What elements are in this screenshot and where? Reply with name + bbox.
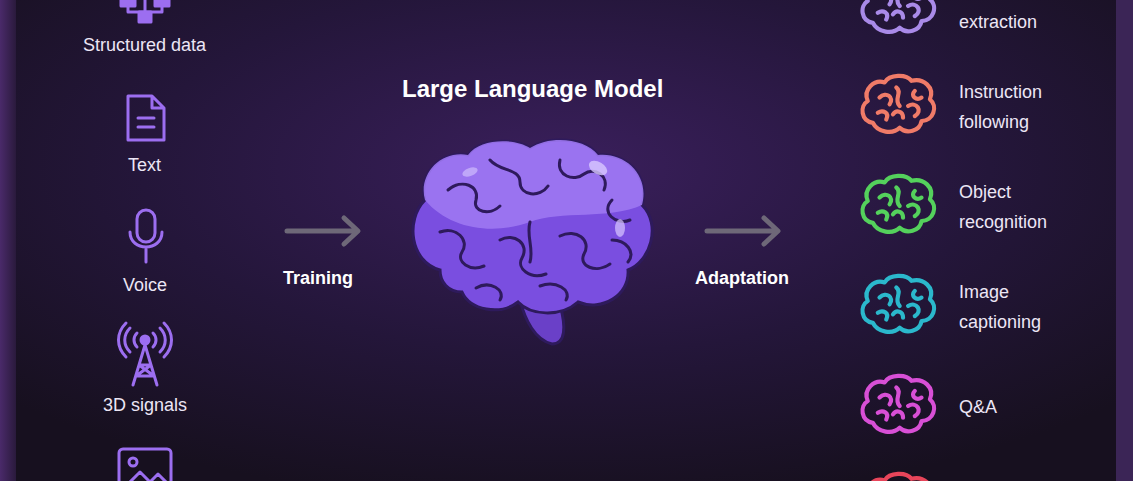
task-label: Object recognition: [959, 177, 1071, 237]
brain-illustration: [413, 140, 652, 344]
voice-icon: [130, 210, 162, 262]
image-icon: [119, 449, 171, 481]
task-label: Image captioning: [959, 277, 1071, 337]
brain-icon: [863, 276, 935, 332]
task-label: Instruction following: [959, 77, 1071, 137]
signal-tower-icon: [119, 323, 172, 385]
arrow-label: Adaptation: [695, 263, 789, 293]
input-label: Structured data: [83, 30, 206, 60]
brain-icon: [863, 0, 935, 32]
brain-icon: [863, 76, 935, 132]
text-icon: [128, 96, 164, 140]
arrow-label: Training: [283, 263, 353, 293]
training-arrow: [287, 218, 358, 244]
input-label: Text: [128, 150, 161, 180]
input-label: 3D signals: [103, 390, 187, 420]
brain-icon: [863, 376, 935, 432]
input-label: Voice: [123, 270, 167, 300]
brain-icon: [863, 176, 935, 232]
task-label: Q&A: [959, 392, 997, 422]
task-label: extraction: [959, 7, 1037, 37]
brain-icon: [863, 474, 935, 481]
structured-data-icon: [121, 0, 169, 22]
diagram-title: Large Language Model: [402, 74, 663, 104]
adaptation-arrow: [707, 218, 778, 244]
